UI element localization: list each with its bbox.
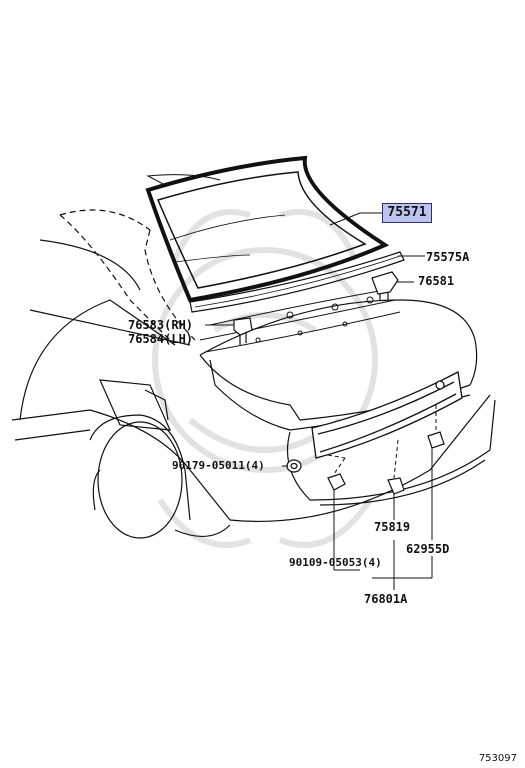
part-label-76581[interactable]: 76581 <box>418 274 455 288</box>
leader-lines <box>205 212 437 590</box>
part-label-76801a[interactable]: 76801A <box>364 592 408 606</box>
figure-number: 753097 <box>478 753 517 764</box>
clip-76583-76584[interactable] <box>233 317 253 345</box>
nut-90109[interactable] <box>327 473 346 491</box>
grommet-62955d[interactable] <box>427 431 445 449</box>
rear-window-glass[interactable] <box>145 155 390 303</box>
part-label-76584-lh[interactable]: 76584(LH) <box>128 332 194 346</box>
window-molding[interactable] <box>189 251 405 313</box>
part-label-75571[interactable]: 75571 <box>382 203 432 223</box>
car-body-outline <box>11 209 496 539</box>
part-label-75819[interactable]: 75819 <box>374 520 411 534</box>
clip-76581[interactable] <box>371 271 399 300</box>
clip-75819[interactable] <box>387 477 405 495</box>
part-label-90179[interactable]: 90179-05011(4) <box>172 459 265 472</box>
license-garnish[interactable] <box>311 371 463 459</box>
part-label-75575a[interactable]: 75575A <box>426 250 470 264</box>
part-label-62955d[interactable]: 62955D <box>406 542 450 556</box>
screw-90179[interactable] <box>286 459 302 473</box>
part-label-90109[interactable]: 90109-05053(4) <box>289 556 382 569</box>
part-label-76583-rh[interactable]: 76583(RH) <box>128 318 194 332</box>
